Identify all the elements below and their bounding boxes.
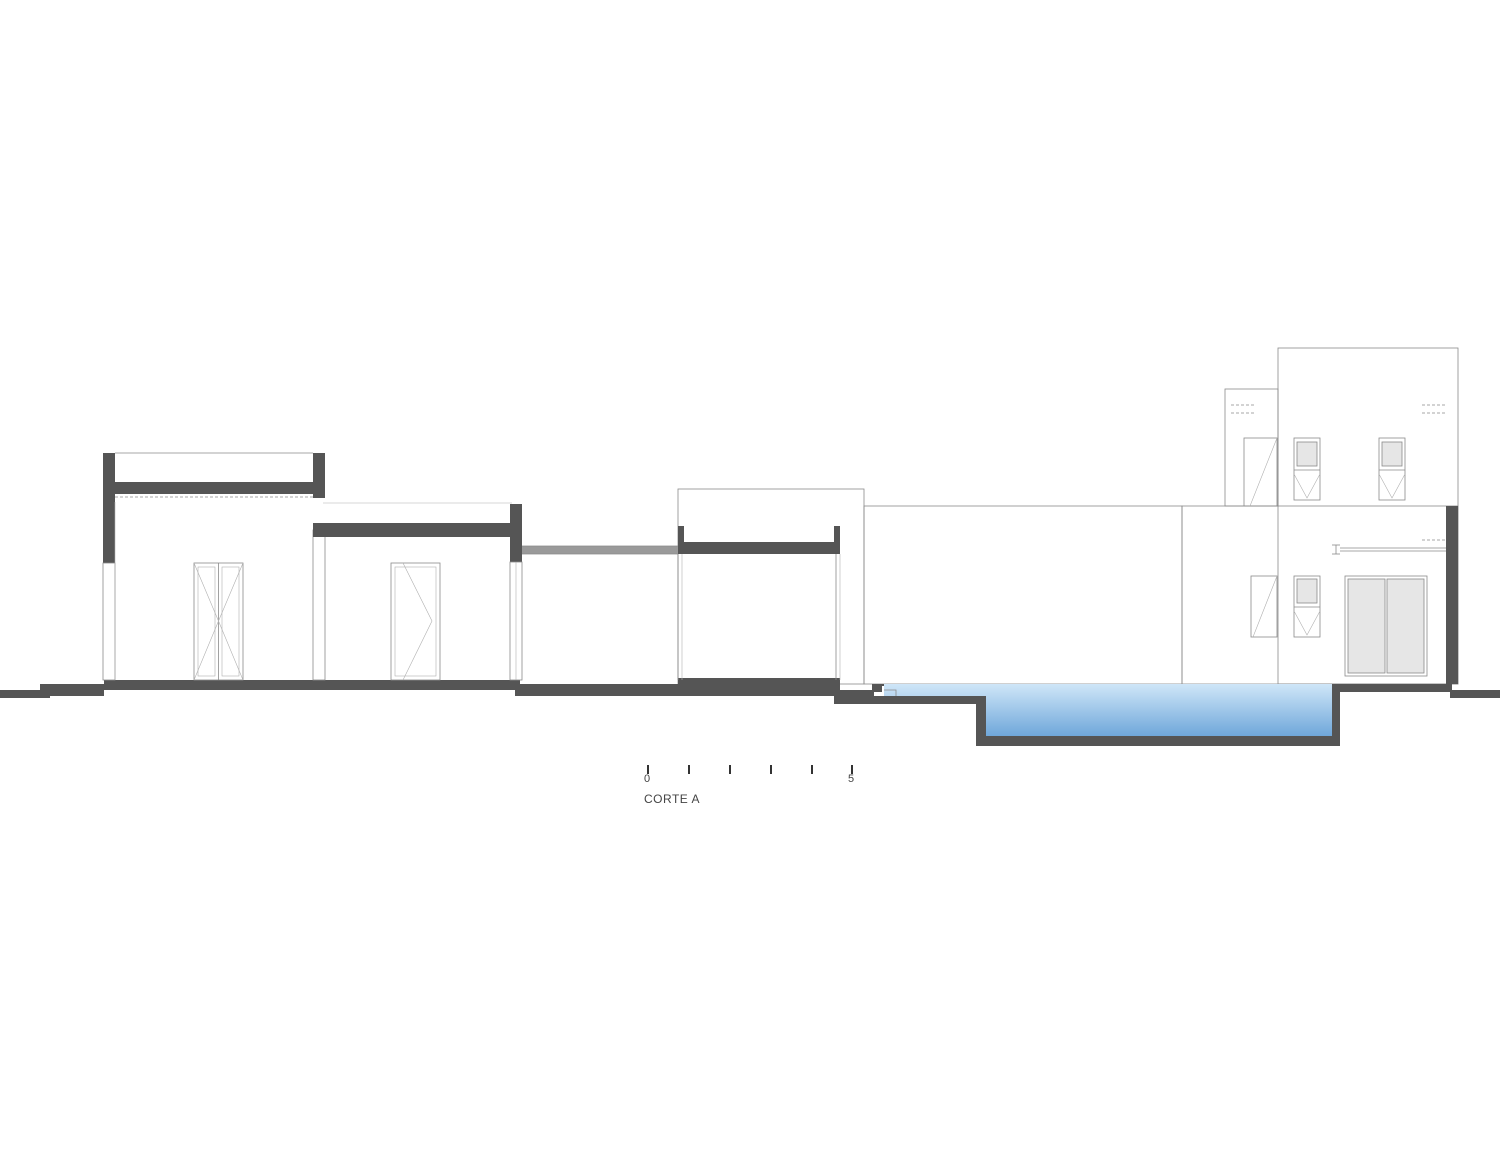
scale-bar (647, 765, 853, 774)
double-door-1 (193, 562, 244, 681)
pergola (522, 545, 678, 555)
sliding-door (1344, 575, 1428, 677)
room-2 (313, 504, 523, 681)
scale-start-label: 0 (644, 773, 651, 785)
upper-door (1243, 437, 1278, 507)
pool (874, 684, 1340, 746)
lower-window (1293, 575, 1321, 638)
upper-window-2 (1378, 437, 1406, 501)
room-1 (102, 452, 326, 681)
ground-line (0, 678, 1500, 704)
lower-door (1250, 575, 1278, 638)
right-building-openings (1231, 404, 1458, 684)
door-2 (390, 562, 441, 681)
balcony-rail (1332, 539, 1446, 555)
pool-water (884, 684, 1332, 736)
scale-end-label: 5 (848, 773, 855, 785)
rear-elevation (323, 347, 1459, 685)
drawing-title: CORTE A (644, 792, 700, 806)
room-3 (677, 526, 841, 680)
upper-window-1 (1293, 437, 1321, 501)
